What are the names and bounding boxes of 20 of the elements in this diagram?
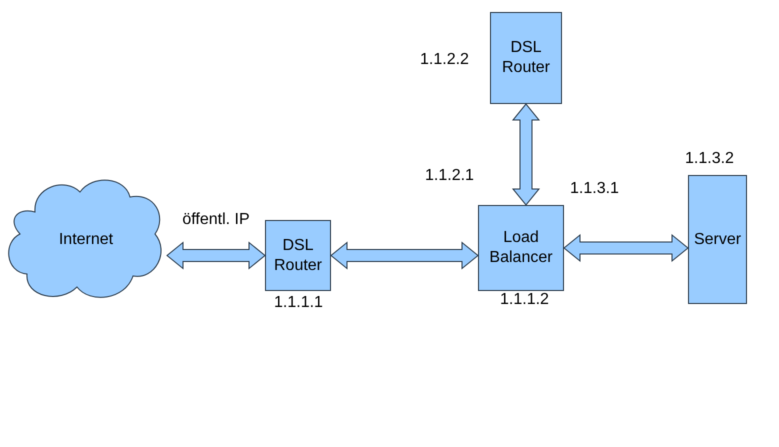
- edge-label: öffentl. IP: [182, 212, 250, 228]
- load-balancer-box: [478, 205, 564, 291]
- ip-address-label: 1.1.2.1: [425, 168, 474, 184]
- ip-address-label: 1.1.3.2: [685, 151, 734, 167]
- double-arrow: [330, 241, 479, 270]
- ip-address-label: 1.1.3.1: [570, 181, 619, 197]
- node-label: DSL Router: [272, 236, 324, 276]
- node-label: DSL Router: [500, 38, 552, 78]
- router-box: [265, 220, 331, 291]
- double-arrow: [563, 234, 689, 262]
- ip-address-label: 1.1.2.2: [420, 52, 469, 68]
- node-label: Load Balancer: [488, 228, 554, 268]
- node-label: Internet: [58, 230, 114, 250]
- double-arrow: [512, 103, 540, 206]
- ip-address-label: 1.1.1.1: [274, 295, 323, 311]
- node-label: Server: [692, 230, 742, 250]
- double-arrow: [166, 241, 266, 270]
- router-box: [490, 12, 562, 104]
- server-box: [688, 175, 747, 304]
- ip-address-label: 1.1.1.2: [500, 292, 549, 308]
